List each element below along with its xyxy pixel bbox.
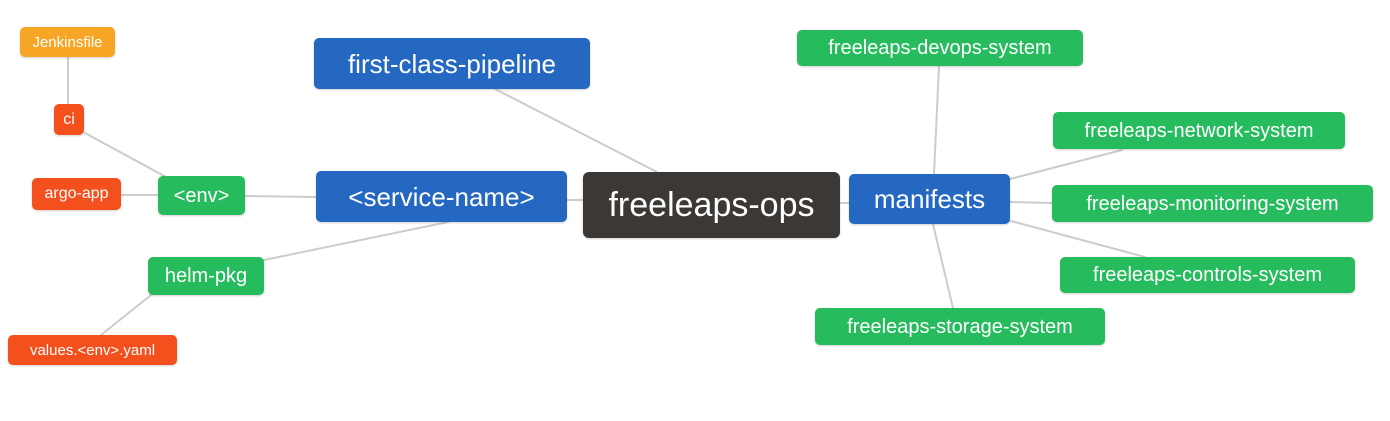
node-values-env-yaml[interactable]: values.<env>.yaml bbox=[8, 335, 177, 365]
edge-helm-pkg-to-values-env-yaml bbox=[100, 294, 152, 336]
edge-manifests-to-freeleaps-devops-system bbox=[933, 65, 940, 175]
edge-manifests-to-freeleaps-storage-system bbox=[932, 223, 954, 309]
edge-manifests-to-freeleaps-monitoring-system bbox=[1009, 201, 1053, 204]
node-freeleaps-ops[interactable]: freeleaps-ops bbox=[583, 172, 840, 238]
edge-manifests-to-freeleaps-controls-system bbox=[1010, 220, 1146, 258]
node-env[interactable]: <env> bbox=[158, 176, 245, 215]
node-argo-app[interactable]: argo-app bbox=[32, 178, 121, 210]
edge-service-name-to-env bbox=[244, 195, 317, 198]
edge-freeleaps-ops-to-first-class-pipeline bbox=[494, 88, 658, 173]
node-freeleaps-controls-system[interactable]: freeleaps-controls-system bbox=[1060, 257, 1355, 293]
edge-service-name-to-helm-pkg bbox=[263, 221, 449, 261]
edge-env-to-ci bbox=[84, 132, 167, 178]
node-ci[interactable]: ci bbox=[54, 104, 84, 135]
node-jenkinsfile[interactable]: Jenkinsfile bbox=[20, 27, 115, 57]
node-freeleaps-monitoring-system[interactable]: freeleaps-monitoring-system bbox=[1052, 185, 1373, 222]
node-freeleaps-network-system[interactable]: freeleaps-network-system bbox=[1053, 112, 1345, 149]
node-manifests[interactable]: manifests bbox=[849, 174, 1010, 224]
node-service-name[interactable]: <service-name> bbox=[316, 171, 567, 222]
node-first-class-pipeline[interactable]: first-class-pipeline bbox=[314, 38, 590, 89]
node-freeleaps-storage-system[interactable]: freeleaps-storage-system bbox=[815, 308, 1105, 345]
node-helm-pkg[interactable]: helm-pkg bbox=[148, 257, 264, 295]
edge-manifests-to-freeleaps-network-system bbox=[1009, 149, 1123, 180]
node-freeleaps-devops-system[interactable]: freeleaps-devops-system bbox=[797, 30, 1083, 66]
